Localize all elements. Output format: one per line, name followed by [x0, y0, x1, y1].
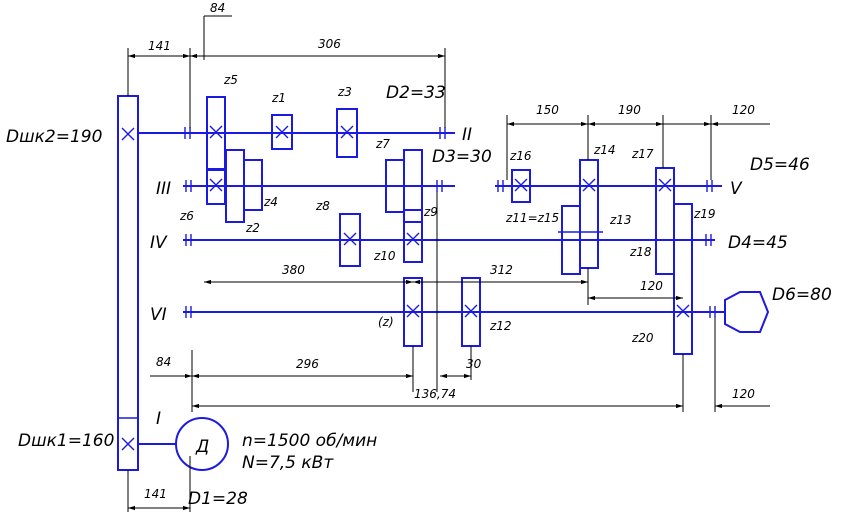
motor-speed: n=1500 об/мин — [242, 431, 377, 451]
shaft-VI-label: VI — [150, 305, 167, 325]
dim-120-mid: 120 — [640, 279, 663, 293]
dim-380: 380 — [282, 263, 305, 277]
d4-label: D4=45 — [728, 233, 788, 253]
dim-296: 296 — [296, 357, 319, 371]
gear-z11-z15: z11=z15 — [505, 211, 559, 225]
belt-drive — [117, 95, 139, 471]
gear-z16: z16 — [509, 149, 532, 163]
shaft-III-label: III — [156, 179, 171, 199]
dim-84-bot: 84 — [156, 355, 171, 369]
dim-120-top: 120 — [732, 103, 755, 117]
gear-z17: z17 — [631, 147, 654, 161]
gear-z12: z12 — [489, 319, 512, 333]
motor-power: N=7,5 кВт — [242, 453, 334, 473]
gear-z13: z13 — [609, 213, 632, 227]
gear-z6: z6 — [179, 209, 194, 223]
shaft-II-label: II — [462, 125, 472, 145]
dim-30: 30 — [466, 357, 482, 371]
gear-z3: z3 — [337, 85, 352, 99]
gear-z14: z14 — [593, 143, 616, 157]
gear-z1: z1 — [271, 91, 286, 105]
bearings — [184, 127, 716, 318]
gear-z20: z20 — [631, 331, 654, 345]
dim-84-top: 84 — [210, 1, 225, 15]
d5-label: D5=46 — [750, 155, 810, 175]
shaft-IV-label: IV — [150, 233, 168, 253]
dimension-lines — [127, 15, 770, 512]
motor-symbol: Д — [195, 437, 209, 457]
dim-120-bot: 120 — [732, 387, 755, 401]
gear-z18: z18 — [629, 245, 652, 259]
dim-312: 312 — [490, 263, 513, 277]
dim-141-bot: 141 — [144, 487, 167, 501]
dim-141-top: 141 — [148, 39, 171, 53]
gear-z9: z9 — [423, 205, 438, 219]
d3-label: D3=30 — [432, 147, 492, 167]
shaft-I-label: I — [156, 409, 161, 429]
dim-190: 190 — [618, 103, 641, 117]
gear-z10: z10 — [373, 249, 396, 263]
gear-z19: z19 — [693, 207, 716, 221]
gear-z4: z4 — [263, 195, 278, 209]
d1-label: D1=28 — [188, 489, 248, 509]
pulley2-label: Dшк2=190 — [6, 127, 102, 147]
shafts — [138, 132, 725, 445]
gear-zx: (z) — [378, 315, 394, 329]
d6-label: D6=80 — [772, 285, 832, 305]
gear-z2: z2 — [245, 221, 260, 235]
dim-136-74: 136,74 — [414, 387, 456, 401]
gear-z7: z7 — [375, 137, 390, 151]
pulley1-label: Dшк1=160 — [18, 431, 114, 451]
dim-306: 306 — [318, 37, 341, 51]
gear-z8: z8 — [315, 199, 330, 213]
dim-150: 150 — [536, 103, 559, 117]
shaft-V-label: V — [730, 179, 743, 199]
gears — [175, 96, 770, 471]
d2-label: D2=33 — [386, 83, 446, 103]
gear-z5: z5 — [223, 73, 238, 87]
labels: Dшк2=190 Dшк1=160 Д n=1500 об/мин N=7,5 … — [6, 1, 832, 509]
